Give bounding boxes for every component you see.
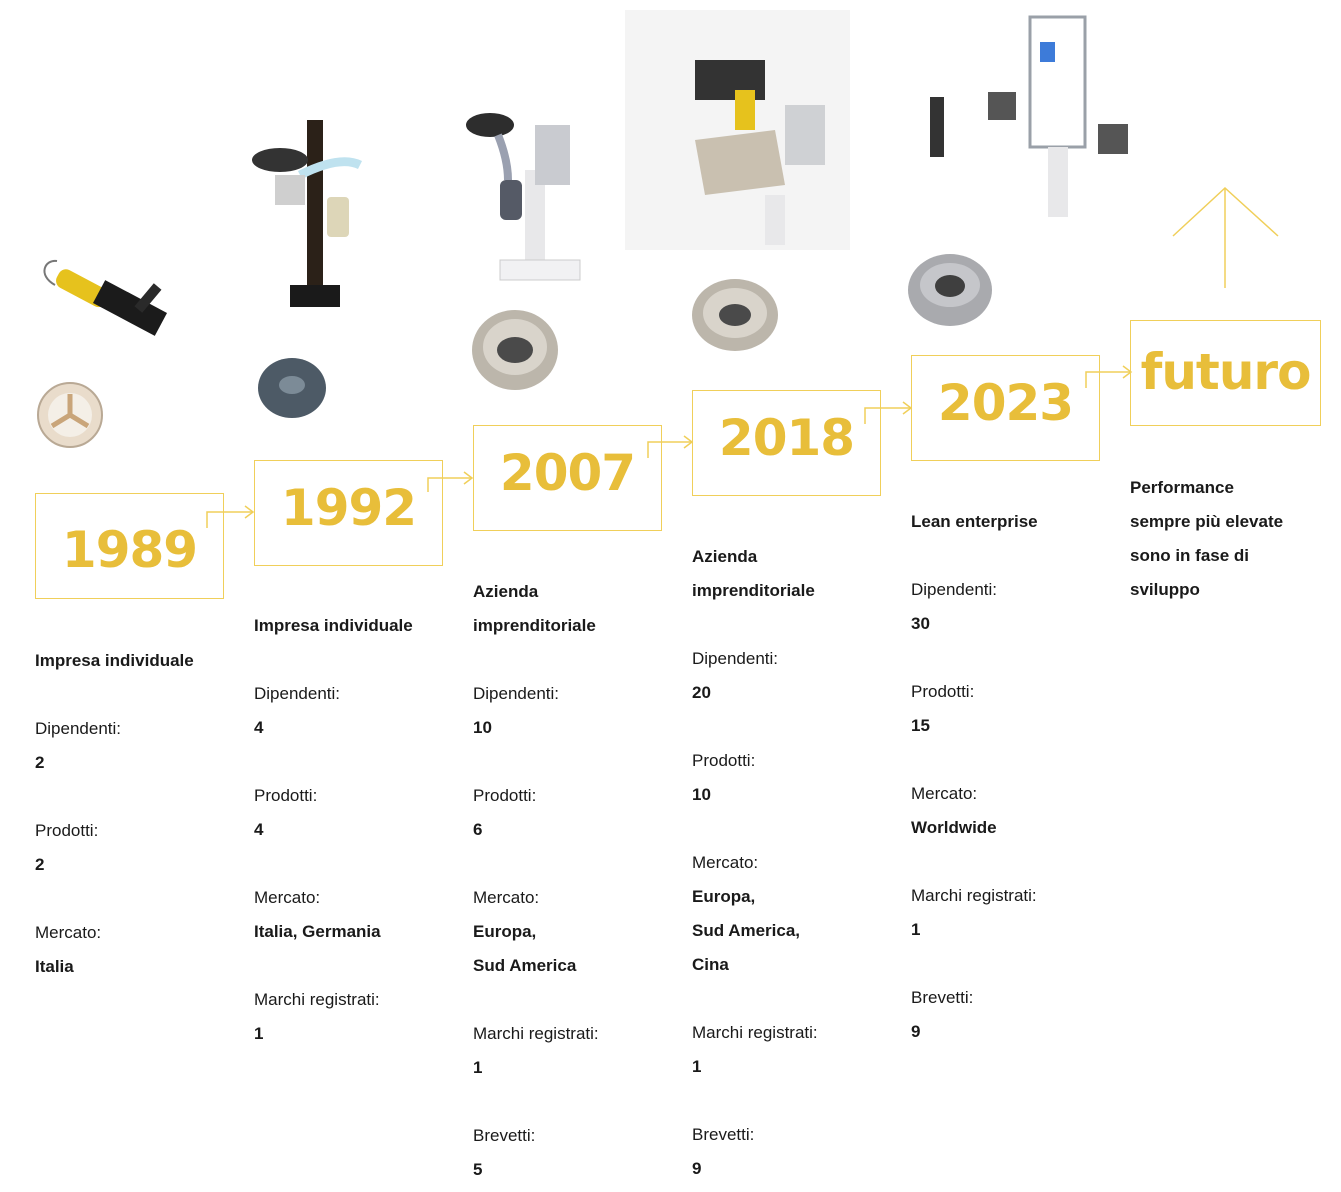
- prodotti-label: Prodotti:: [254, 786, 318, 805]
- company-type-line2: imprenditoriale: [692, 581, 815, 600]
- connector-2007-2018: [647, 441, 692, 458]
- company-type-line1: Azienda: [692, 547, 758, 566]
- dipendenti-label: Dipendenti:: [254, 684, 341, 703]
- product-2018-machine-image: [625, 10, 850, 250]
- future-line3: sono in fase di: [1130, 546, 1250, 565]
- dipendenti-value: 30: [911, 614, 930, 633]
- mercato-label: Mercato:: [911, 784, 978, 803]
- brevetti-value: 5: [473, 1160, 483, 1179]
- year-1992: 1992: [280, 479, 417, 537]
- mercato-value: Italia: [35, 957, 74, 976]
- product-2007-machine-image: [466, 113, 581, 281]
- product-2018-nozzle-image: [692, 279, 778, 351]
- brevetti-label: Brevetti:: [473, 1126, 536, 1145]
- product-1992-machine-image: [252, 120, 363, 307]
- dipendenti-label: Dipendenti:: [911, 580, 998, 599]
- prodotti-value: 4: [254, 820, 264, 839]
- info-2023: Lean enterprise Dipendenti: 30 Prodotti:…: [911, 505, 1038, 1049]
- connector-1989-1992: [206, 511, 253, 528]
- info-futuro: Performance sempre più elevate sono in f…: [1130, 471, 1283, 607]
- mercato-value-line2: Sud America: [473, 956, 577, 975]
- future-line1: Performance: [1130, 478, 1234, 497]
- prodotti-value: 10: [692, 785, 711, 804]
- year-box-2018: 2018: [692, 390, 881, 496]
- brevetti-label: Brevetti:: [692, 1125, 755, 1144]
- marchi-value: 1: [911, 920, 921, 939]
- prodotti-label: Prodotti:: [473, 786, 537, 805]
- product-1989-device-image: [43, 259, 168, 336]
- connector-1992-2007: [427, 477, 472, 492]
- marchi-value: 1: [473, 1058, 483, 1077]
- mercato-value: Worldwide: [911, 818, 997, 837]
- prodotti-value: 2: [35, 855, 45, 874]
- dipendenti-value: 4: [254, 718, 264, 737]
- mercato-label: Mercato:: [473, 888, 540, 907]
- mercato-value-line1: Europa,: [692, 887, 756, 906]
- brevetti-value: 9: [911, 1022, 921, 1041]
- product-2007-nozzle-image: [472, 310, 558, 390]
- marchi-value: 1: [254, 1024, 264, 1043]
- company-type-line1: Azienda: [473, 582, 539, 601]
- mercato-value: Italia, Germania: [254, 922, 381, 941]
- company-type: Impresa individuale: [254, 616, 413, 635]
- year-futuro: futuro: [1140, 343, 1312, 401]
- info-1989: Impresa individuale Dipendenti: 2 Prodot…: [35, 644, 194, 984]
- year-box-1992: 1992: [254, 460, 443, 566]
- dipendenti-label: Dipendenti:: [692, 649, 779, 668]
- marchi-label: Marchi registrati:: [911, 886, 1037, 905]
- prodotti-label: Prodotti:: [692, 751, 756, 770]
- connector-2023-futuro: [1085, 371, 1131, 388]
- company-type: Lean enterprise: [911, 512, 1038, 531]
- product-2023-nozzle-image: [908, 254, 992, 326]
- marchi-label: Marchi registrati:: [692, 1023, 818, 1042]
- dipendenti-value: 10: [473, 718, 492, 737]
- product-1989-nozzle-image: [37, 382, 103, 448]
- dipendenti-label: Dipendenti:: [35, 719, 122, 738]
- info-2007: Azienda imprenditoriale Dipendenti: 10 P…: [473, 575, 599, 1187]
- mercato-value-line1: Europa,: [473, 922, 537, 941]
- prodotti-label: Prodotti:: [911, 682, 975, 701]
- brevetti-label: Brevetti:: [911, 988, 974, 1007]
- info-2018: Azienda imprenditoriale Dipendenti: 20 P…: [692, 540, 818, 1186]
- year-box-futuro: futuro: [1130, 320, 1321, 426]
- year-2018: 2018: [718, 409, 855, 467]
- dipendenti-label: Dipendenti:: [473, 684, 560, 703]
- future-line4: sviluppo: [1130, 580, 1200, 599]
- mercato-label: Mercato:: [692, 853, 759, 872]
- marchi-label: Marchi registrati:: [254, 990, 380, 1009]
- year-box-1989: 1989: [35, 493, 224, 599]
- prodotti-value: 15: [911, 716, 930, 735]
- mercato-value-line2: Sud America,: [692, 921, 801, 940]
- connector-2018-2023: [864, 407, 911, 424]
- dipendenti-value: 2: [35, 753, 45, 772]
- company-type-line2: imprenditoriale: [473, 616, 596, 635]
- future-line2: sempre più elevate: [1130, 512, 1284, 531]
- dipendenti-value: 20: [692, 683, 711, 702]
- company-type: Impresa individuale: [35, 651, 194, 670]
- prodotti-label: Prodotti:: [35, 821, 99, 840]
- year-box-2023: 2023: [911, 355, 1100, 461]
- year-2007: 2007: [499, 444, 636, 502]
- product-1992-nozzle-image: [258, 358, 326, 418]
- year-1989: 1989: [61, 521, 198, 579]
- year-2023: 2023: [937, 374, 1074, 432]
- marchi-value: 1: [692, 1057, 702, 1076]
- brevetti-value: 9: [692, 1159, 702, 1178]
- mercato-label: Mercato:: [254, 888, 321, 907]
- mercato-value-line3: Cina: [692, 955, 729, 974]
- product-2023-line-image: [930, 15, 1128, 217]
- marchi-label: Marchi registrati:: [473, 1024, 599, 1043]
- year-box-2007: 2007: [473, 425, 662, 531]
- mercato-label: Mercato:: [35, 923, 102, 942]
- info-1992: Impresa individuale Dipendenti: 4 Prodot…: [254, 609, 413, 1051]
- prodotti-value: 6: [473, 820, 483, 839]
